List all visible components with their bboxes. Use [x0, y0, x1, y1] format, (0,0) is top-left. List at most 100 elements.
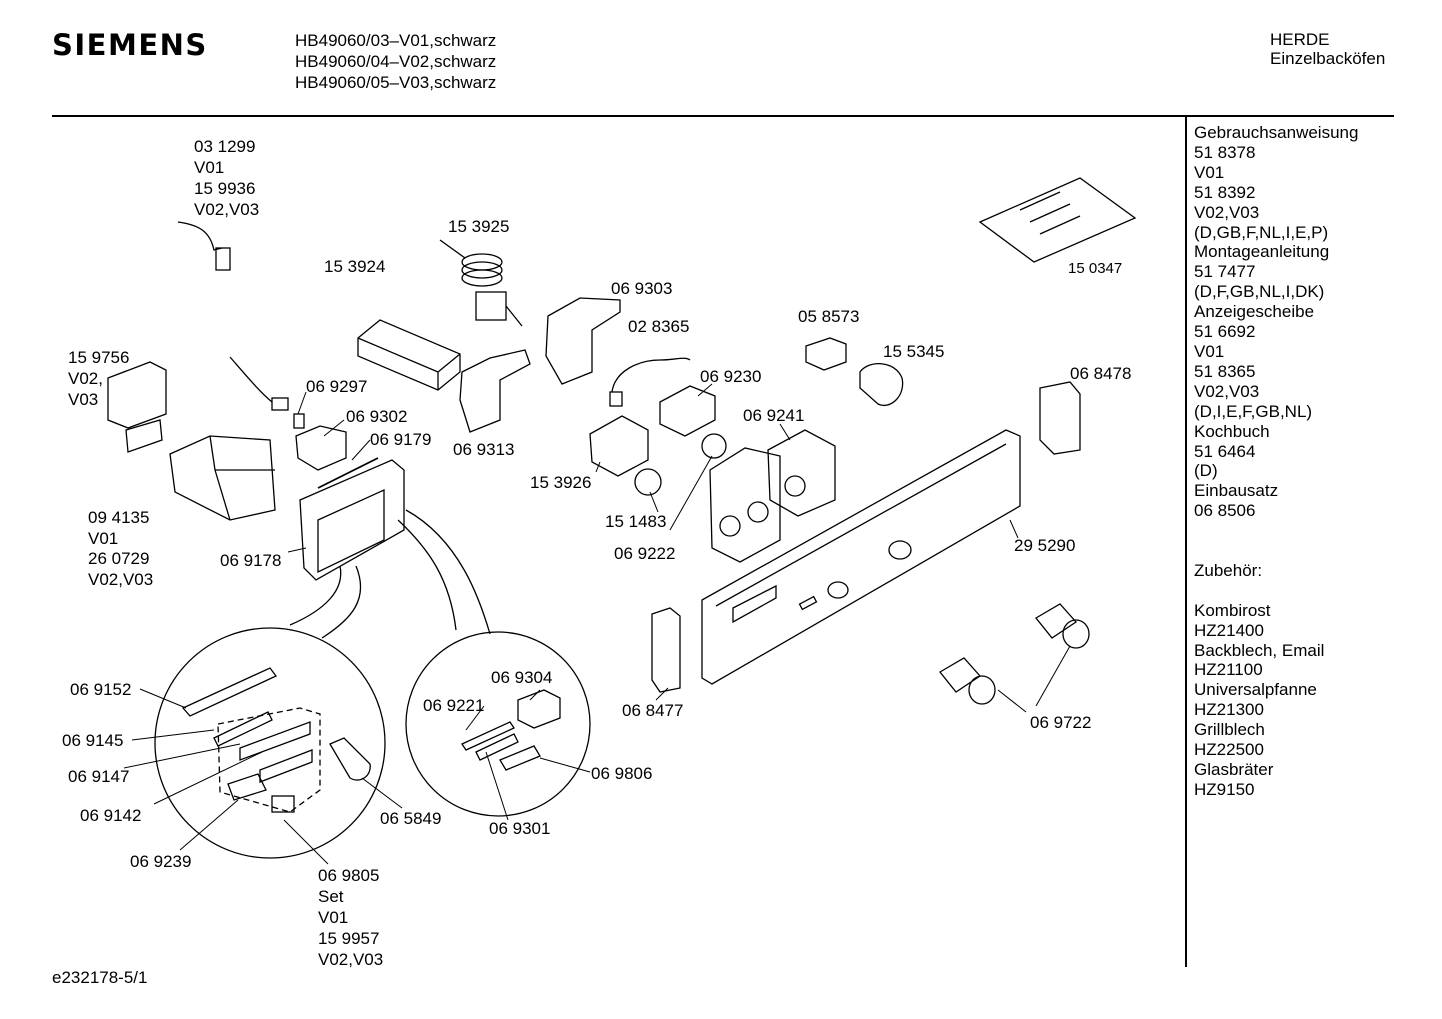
knob-icon [634, 468, 662, 496]
sidebar-line: V02,V03 [1194, 202, 1260, 222]
part-label: 06 9222 [614, 544, 675, 563]
rail-icon [181, 667, 278, 717]
sidebar-line: Universalpfanne [1194, 680, 1317, 700]
sidebar-line: (D,I,E,F,GB,NL) [1194, 401, 1313, 421]
detail-circle-left [154, 627, 386, 859]
sidebar-line: Kombirost [1194, 600, 1271, 620]
cap-icon [271, 795, 295, 813]
part-label: 15 1483 [605, 512, 666, 531]
sidebar-line: (D) [1194, 461, 1218, 481]
part-label: 29 5290 [1014, 536, 1075, 555]
part-label: 05 8573 [798, 307, 859, 326]
model-line: HB49060/04–V02,schwarz [295, 52, 497, 71]
knob-icon [1062, 619, 1090, 649]
part-label: 15 3924 [324, 257, 385, 276]
part-label: Set [318, 887, 344, 906]
sidebar-line: (D,F,GB,NL,I,DK) [1194, 282, 1325, 302]
transformer-icon [169, 435, 276, 521]
part-labels: 03 1299 V01 15 9936 V02,V03 15 3925 15 3… [62, 137, 1131, 969]
bracket-icon [1039, 381, 1081, 455]
knob-icon [701, 433, 727, 459]
part-label: 03 1299 [194, 137, 255, 156]
knob-holder-icon [767, 429, 836, 517]
part-label: 06 9230 [700, 367, 761, 386]
detail-connector-line [321, 565, 362, 639]
sidebar-line: HZ9150 [1194, 779, 1255, 799]
part-label: 06 9142 [80, 806, 141, 825]
detail-connector-line [289, 565, 342, 626]
accessories-sidebar: Gebrauchsanweisung 51 8378 V01 51 8392 V… [1194, 123, 1358, 800]
sidebar-line: Gebrauchsanweisung [1194, 123, 1359, 142]
button-icon [499, 745, 541, 771]
sidebar-line: Montageanleitung [1194, 242, 1330, 262]
part-label: V01 [318, 908, 348, 927]
part-label: 15 9756 [68, 348, 129, 367]
switch-icon [659, 385, 716, 437]
part-label: 26 0729 [88, 549, 149, 568]
pin-icon [329, 737, 371, 781]
part-label: V02, [68, 369, 103, 388]
sidebar-line: 51 8365 [1194, 361, 1256, 381]
sensor-wire-icon [229, 356, 273, 403]
button-icon [259, 749, 313, 783]
part-label: 06 9147 [68, 767, 129, 786]
sidebar-line: Zubehör: [1194, 560, 1263, 580]
part-label: 09 4135 [88, 508, 149, 527]
part-label: 06 9805 [318, 866, 379, 885]
detail-connector-line [397, 519, 457, 631]
part-label: 15 9957 [318, 929, 379, 948]
part-label: 06 9179 [370, 430, 431, 449]
sidebar-line: 06 8506 [1194, 501, 1256, 521]
part-label: V01 [88, 529, 118, 548]
part-label: 15 3925 [448, 217, 509, 236]
part-label: 06 9806 [591, 764, 652, 783]
detail-connector-line [405, 509, 491, 635]
part-label: 06 9152 [70, 680, 131, 699]
part-label: 15 0347 [1068, 260, 1122, 277]
part-label: V01 [194, 158, 224, 177]
sidebar-line: V01 [1194, 162, 1225, 182]
sidebar-line: HZ22500 [1194, 740, 1264, 760]
part-label: 06 9302 [346, 407, 407, 426]
clip-icon [295, 425, 347, 471]
lamp-holder-icon [805, 337, 847, 371]
slider-icon [461, 721, 515, 751]
sidebar-line: 51 7477 [1194, 262, 1256, 282]
part-label: 06 5849 [380, 809, 441, 828]
sidebar-line: 51 6464 [1194, 441, 1256, 461]
strip-icon [317, 457, 379, 489]
sidebar-divider [1185, 117, 1187, 967]
category-line: HERDE [1270, 30, 1330, 49]
sidebar-line: V01 [1194, 341, 1225, 361]
part-label: V02,V03 [194, 200, 259, 219]
sidebar-line: 51 8378 [1194, 142, 1256, 162]
sidebar-line: Backblech, Email [1194, 640, 1325, 660]
part-label: 06 9301 [489, 819, 550, 838]
part-label: V03 [68, 390, 98, 409]
model-line: HB49060/03–V01,schwarz [295, 31, 497, 50]
bracket-icon [545, 297, 621, 385]
part-label: 15 5345 [883, 342, 944, 361]
product-category: HERDE Einzelbacköfen [1270, 30, 1385, 68]
knob-shaft-icon [939, 657, 981, 693]
slider-icon [475, 733, 519, 761]
knob-holder-icon [709, 447, 781, 563]
part-label: 06 8477 [622, 701, 683, 720]
part-label: V02,V03 [318, 950, 383, 969]
button-icon [239, 721, 311, 761]
switch-icon [589, 415, 649, 477]
model-line: HB49060/05–V03,schwarz [295, 73, 497, 92]
part-label: 06 9145 [62, 731, 123, 750]
cable-icon [611, 357, 691, 393]
part-label: 02 8365 [628, 317, 689, 336]
part-label: 06 9241 [743, 406, 804, 425]
category-line: Einzelbacköfen [1270, 49, 1386, 68]
part-drawings [107, 177, 1137, 859]
knob-shaft-icon [1035, 603, 1077, 639]
part-label: 06 9313 [453, 440, 514, 459]
knob-icon [968, 675, 996, 705]
part-label: 15 3926 [530, 473, 591, 492]
screw-bag-icon [978, 177, 1137, 263]
part-label: 06 9722 [1030, 713, 1091, 732]
